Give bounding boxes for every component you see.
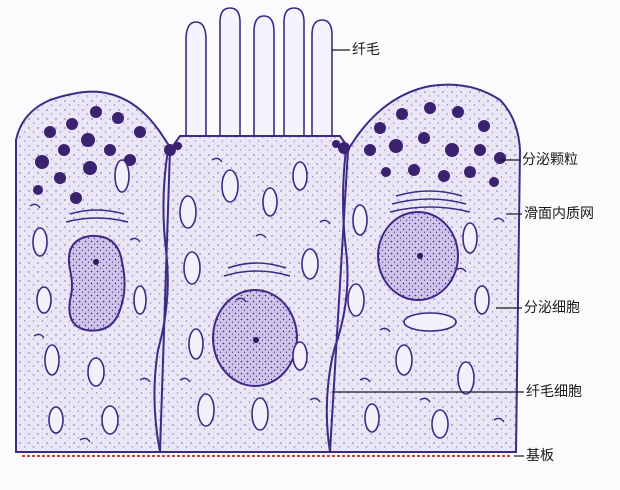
label-smooth-er: 滑面内质网	[524, 206, 594, 222]
label-basement-membrane: 基板	[526, 448, 554, 464]
basement-membrane	[16, 452, 516, 456]
label-cilia: 纤毛	[352, 42, 380, 58]
label-ciliated-cell: 纤毛细胞	[526, 384, 582, 400]
label-secretory-cell: 分泌细胞	[524, 300, 580, 316]
cilia	[186, 8, 332, 138]
label-secretory-granule: 分泌颗粒	[522, 152, 578, 168]
